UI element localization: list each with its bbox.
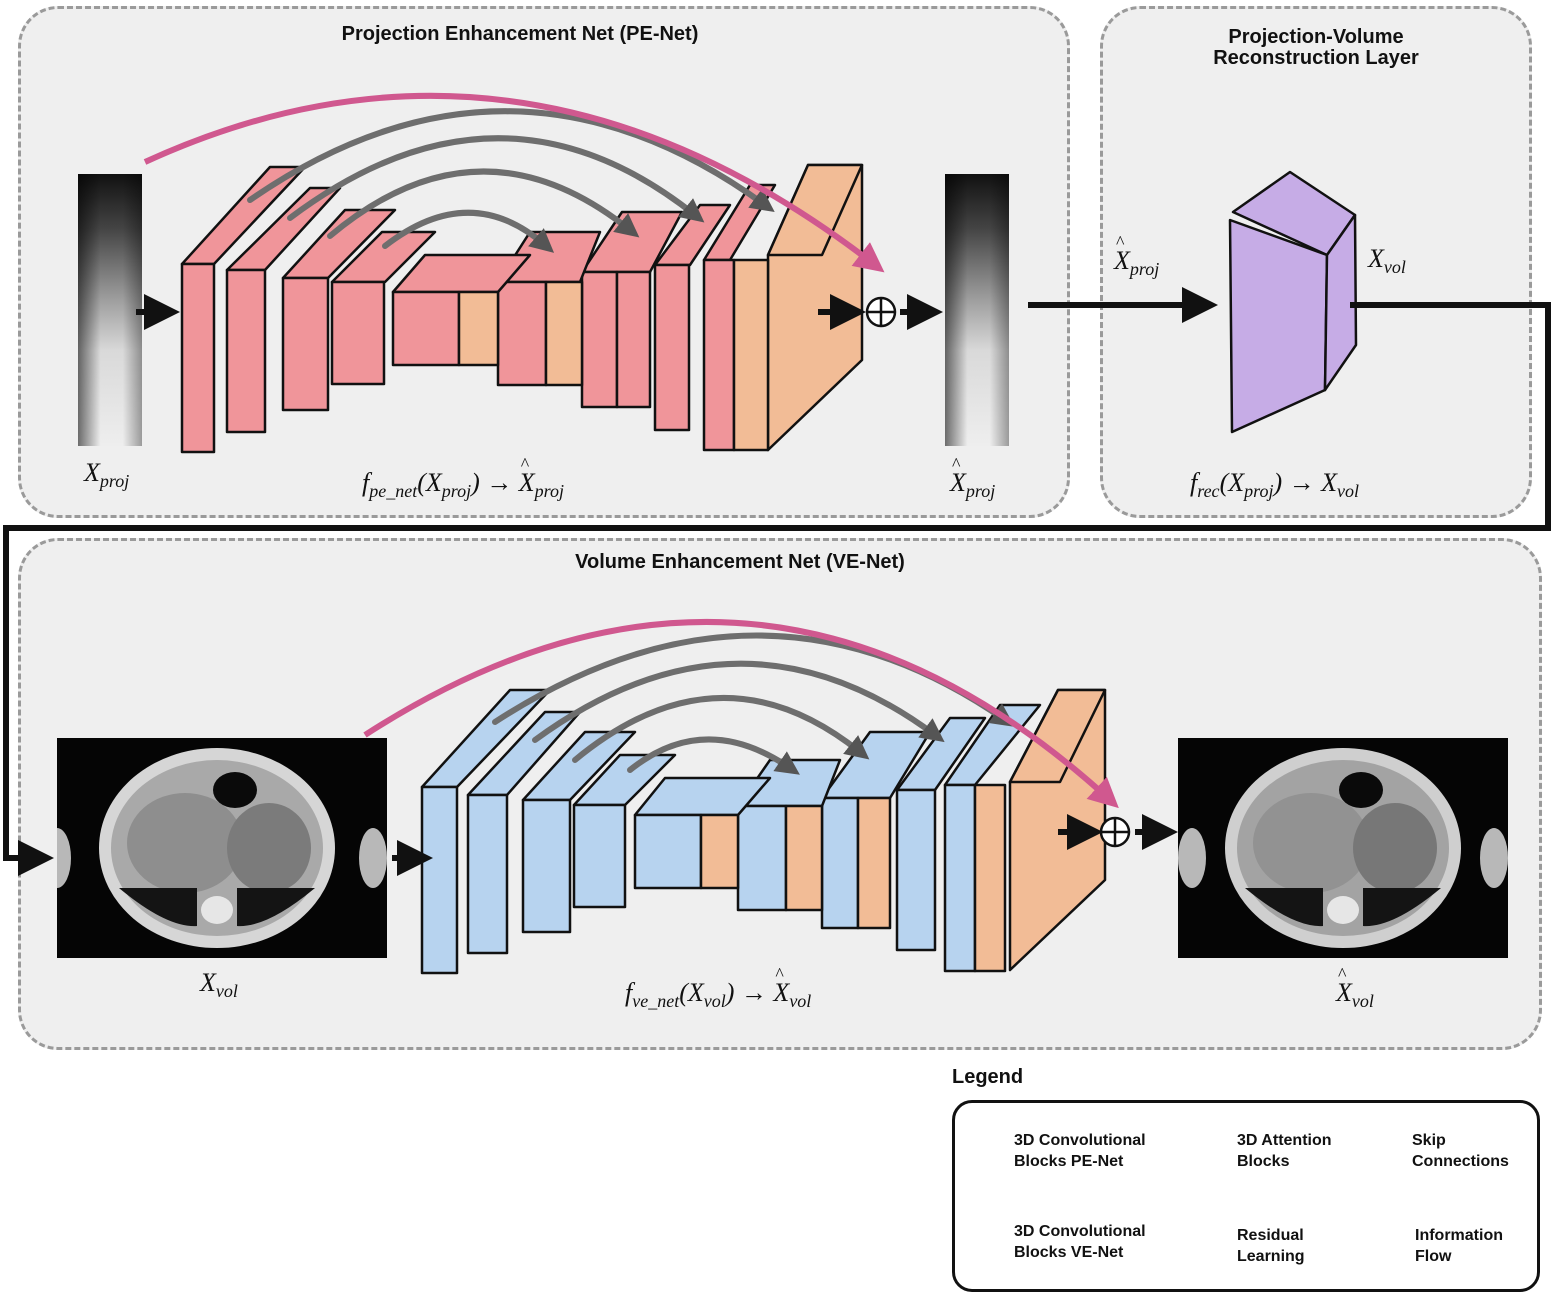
pe-encoder-block-2 <box>225 186 342 434</box>
ve-sum-node <box>1099 816 1131 848</box>
pe-input-label: Xproj <box>84 458 130 491</box>
ve-skip-3 <box>572 694 870 763</box>
legend-attention-line1: 3D Attention <box>1237 1132 1332 1149</box>
ve-residual-arrow <box>363 618 1119 809</box>
legend-conv-ve-line2: Blocks VE-Net <box>1014 1244 1124 1261</box>
legend-skip-line2: Connections <box>1412 1153 1509 1170</box>
pe-net-title: Projection Enhancement Net (PE-Net) <box>341 23 699 45</box>
ve-info-flow <box>392 814 1178 876</box>
legend-residual-line2: Learning <box>1237 1248 1305 1265</box>
pe-skip-4 <box>382 209 555 253</box>
enhanced-projection-image <box>945 174 1009 446</box>
ve-encoder-block-3 <box>521 730 637 934</box>
ve-bottleneck-block <box>633 776 772 890</box>
pe-output-label: Xproj <box>950 454 995 502</box>
pe-decoder-block-2 <box>580 210 684 409</box>
pe-net-blocks <box>180 163 864 454</box>
pv-recon-block <box>1228 170 1358 434</box>
pe-encoder-block-4 <box>330 230 437 386</box>
input-projection-image <box>78 174 142 446</box>
pe-decoder-block-1 <box>496 230 602 387</box>
legend-title: Legend <box>952 1066 1024 1088</box>
legend-box <box>952 1100 1540 1292</box>
ve-input-label: Xvol <box>200 968 238 1001</box>
legend-attention-line2: Blocks <box>1237 1153 1290 1170</box>
ve-encoder-block-2 <box>466 710 582 955</box>
pe-attention-block-large <box>766 163 864 452</box>
pe-formula: fpe_net(Xproj) → Xproj <box>362 454 564 502</box>
pe-encoder-block-3 <box>281 208 397 412</box>
legend-conv-pe-line1: 3D Convolutional <box>1014 1132 1146 1149</box>
pe-skip-2 <box>287 135 705 223</box>
legend-info-line2: Flow <box>1415 1248 1452 1265</box>
pe-sum-node <box>865 296 897 328</box>
ve-encoder-block-1 <box>420 688 552 975</box>
pe-bottleneck-block <box>391 253 532 367</box>
pe-skip-3 <box>327 168 640 239</box>
input-ct-slice-image <box>57 738 387 958</box>
pv-output-label: Xvol <box>1368 244 1406 277</box>
pv-input-label: Xproj <box>1114 232 1159 280</box>
pv-layer-title-line1: Projection-Volume <box>1228 26 1404 48</box>
pe-skip-1 <box>247 108 775 213</box>
ve-decoder-block-1 <box>736 758 842 912</box>
ve-attention-block-large <box>1008 688 1107 972</box>
ve-skip-1 <box>492 632 1015 727</box>
legend-residual-line1: Residual <box>1237 1227 1304 1244</box>
pe-skip-connections <box>247 108 775 253</box>
legend-conv-ve-line1: 3D Convolutional <box>1014 1223 1146 1240</box>
pe-decoder-block-3 <box>653 203 732 432</box>
ve-decoder-block-3 <box>895 716 987 952</box>
enhanced-ct-slice-image <box>1178 738 1508 958</box>
legend-info-line1: Information <box>1415 1227 1503 1244</box>
pe-residual-arrow <box>143 92 885 273</box>
ve-skip-2 <box>532 660 945 743</box>
pv-layer-title-line2: Reconstruction Layer <box>1213 47 1419 69</box>
pe-encoder-block-1 <box>180 165 307 454</box>
legend-conv-pe-line2: Blocks PE-Net <box>1014 1153 1124 1170</box>
ve-net-title: Volume Enhancement Net (VE-Net) <box>575 551 905 573</box>
ve-skip-4 <box>627 736 800 775</box>
ve-net-blocks <box>420 688 1107 975</box>
pe-decoder-block-4 <box>702 183 777 452</box>
legend-skip-line1: Skip <box>1412 1132 1446 1149</box>
ve-output-label: Xvol <box>1336 964 1374 1012</box>
ve-encoder-block-4 <box>572 753 677 909</box>
pv-to-ve-connector <box>3 302 1551 876</box>
ve-formula: fve_net(Xvol) → Xvol <box>625 964 811 1012</box>
pv-formula: frec(Xproj) → Xvol <box>1190 468 1360 501</box>
